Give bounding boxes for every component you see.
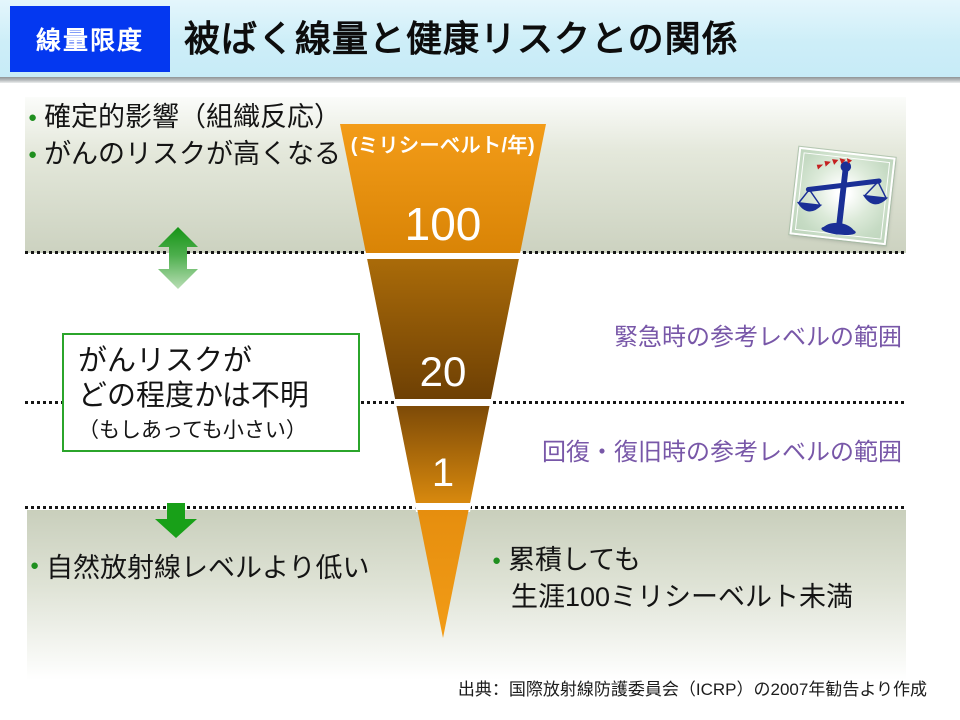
risk-note-line3: （もしあっても小さい）	[78, 419, 307, 442]
emergency-range-label: 緊急時の参考レベルの範囲	[614, 324, 902, 351]
dot-bullet-icon: ●	[492, 552, 502, 569]
header-bar: 線量限度 被ばく線量と健康リスクとの関係	[0, 0, 960, 77]
list-item: ● がんのリスクが高くなる	[28, 136, 341, 173]
funnel-segment-top	[340, 124, 546, 253]
top-bullet-list: ● 確定的影響（組織反応） ● がんのリスクが高くなる	[28, 99, 341, 173]
bullet-label: 確定的影響（組織反応）	[44, 102, 342, 132]
page-title: 被ばく線量と健康リスクとの関係	[184, 18, 739, 59]
funnel-gap-20	[394, 397, 492, 408]
up-down-arrow-icon	[158, 227, 198, 289]
bullet-label: 累積しても	[508, 545, 641, 575]
list-item: ● 自然放射線レベルより低い	[30, 546, 370, 585]
dot-bullet-icon: ●	[28, 146, 38, 163]
funnel-gap-100	[364, 251, 522, 261]
funnel-segment-100-20	[367, 259, 519, 399]
bullet-label: がんのリスクが高くなる	[44, 139, 342, 169]
bullet-label: 生涯100ミリシーベルト未満	[511, 582, 854, 612]
funnel-level-1: 1	[431, 451, 455, 495]
dose-funnel	[340, 124, 546, 638]
recovery-range-label: 回復・復旧時の参考レベルの範囲	[542, 439, 902, 466]
dot-bullet-icon: ●	[28, 109, 38, 126]
header-divider	[0, 77, 960, 83]
dot-bullet-icon: ●	[30, 557, 40, 574]
list-item: ● 累積しても 生涯100ミリシーベルト未満	[492, 542, 853, 616]
source-attribution: 出典：国際放射線防護委員会（ICRP）の2007年勧告より作成	[457, 680, 927, 699]
funnel-level-100: 100	[404, 198, 482, 250]
bullet-line: ● 累積しても	[492, 542, 853, 579]
category-tag: 線量限度	[10, 6, 170, 72]
funnel-level-20: 20	[419, 348, 467, 395]
down-arrow-icon	[155, 503, 197, 538]
funnel-gap-1	[414, 501, 472, 512]
bottom-band	[27, 510, 906, 680]
risk-note-line1: がんリスクが	[78, 345, 253, 377]
cancer-risk-note-box: がんリスクが どの程度かは不明 （もしあっても小さい）	[62, 333, 360, 452]
balance-scale-drawing	[796, 158, 889, 236]
funnel-segment-20-1	[396, 406, 490, 503]
bullet-label: 自然放射線レベルより低い	[46, 553, 370, 583]
funnel-segment-tip	[417, 510, 469, 638]
list-item: ● 確定的影響（組織反応）	[28, 99, 341, 136]
risk-note-line2: どの程度かは不明	[78, 380, 309, 412]
funnel-unit-label: (ミリシーベルト/年)	[350, 135, 536, 157]
category-tag-label: 線量限度	[35, 27, 144, 55]
balance-scale-icon	[788, 145, 897, 247]
